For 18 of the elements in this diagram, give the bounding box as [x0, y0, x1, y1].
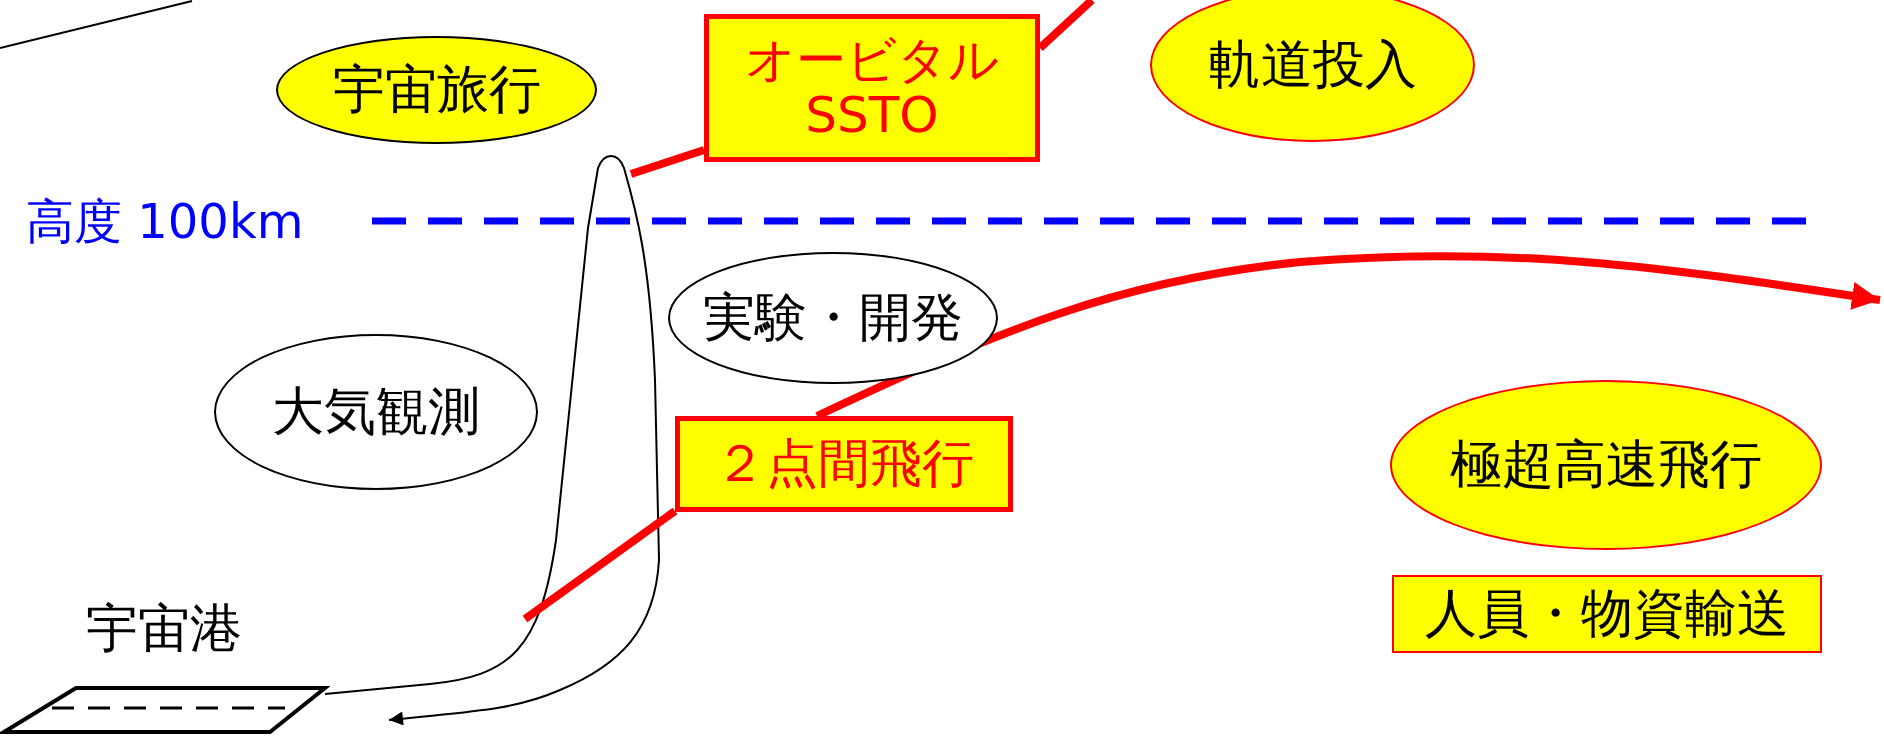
- node-label: 軌道投入: [1208, 36, 1417, 94]
- node-label: 人員・物資輸送: [1425, 585, 1789, 643]
- rect-node: [1392, 575, 1822, 653]
- rect-node: [704, 14, 1040, 162]
- node-label: ２点間飛行: [714, 435, 974, 493]
- node-label: オービタル SSTO: [744, 33, 1000, 143]
- altitude-label: 高度 100km: [26, 192, 304, 251]
- node-label: 宇宙旅行: [332, 61, 541, 119]
- node-label: 実験・開発: [703, 289, 963, 347]
- trajectory-arrow: [324, 155, 660, 726]
- node-label: 極超高速飛行: [1450, 436, 1762, 494]
- node-label: 大気観測: [272, 383, 480, 441]
- trajectory-line: [629, 146, 706, 178]
- trajectory-line: [1037, 0, 1095, 51]
- trajectory-line: [522, 507, 678, 623]
- spaceport: [0, 600, 330, 736]
- node-label: 宇宙港: [86, 600, 242, 658]
- rect-node: [675, 416, 1013, 512]
